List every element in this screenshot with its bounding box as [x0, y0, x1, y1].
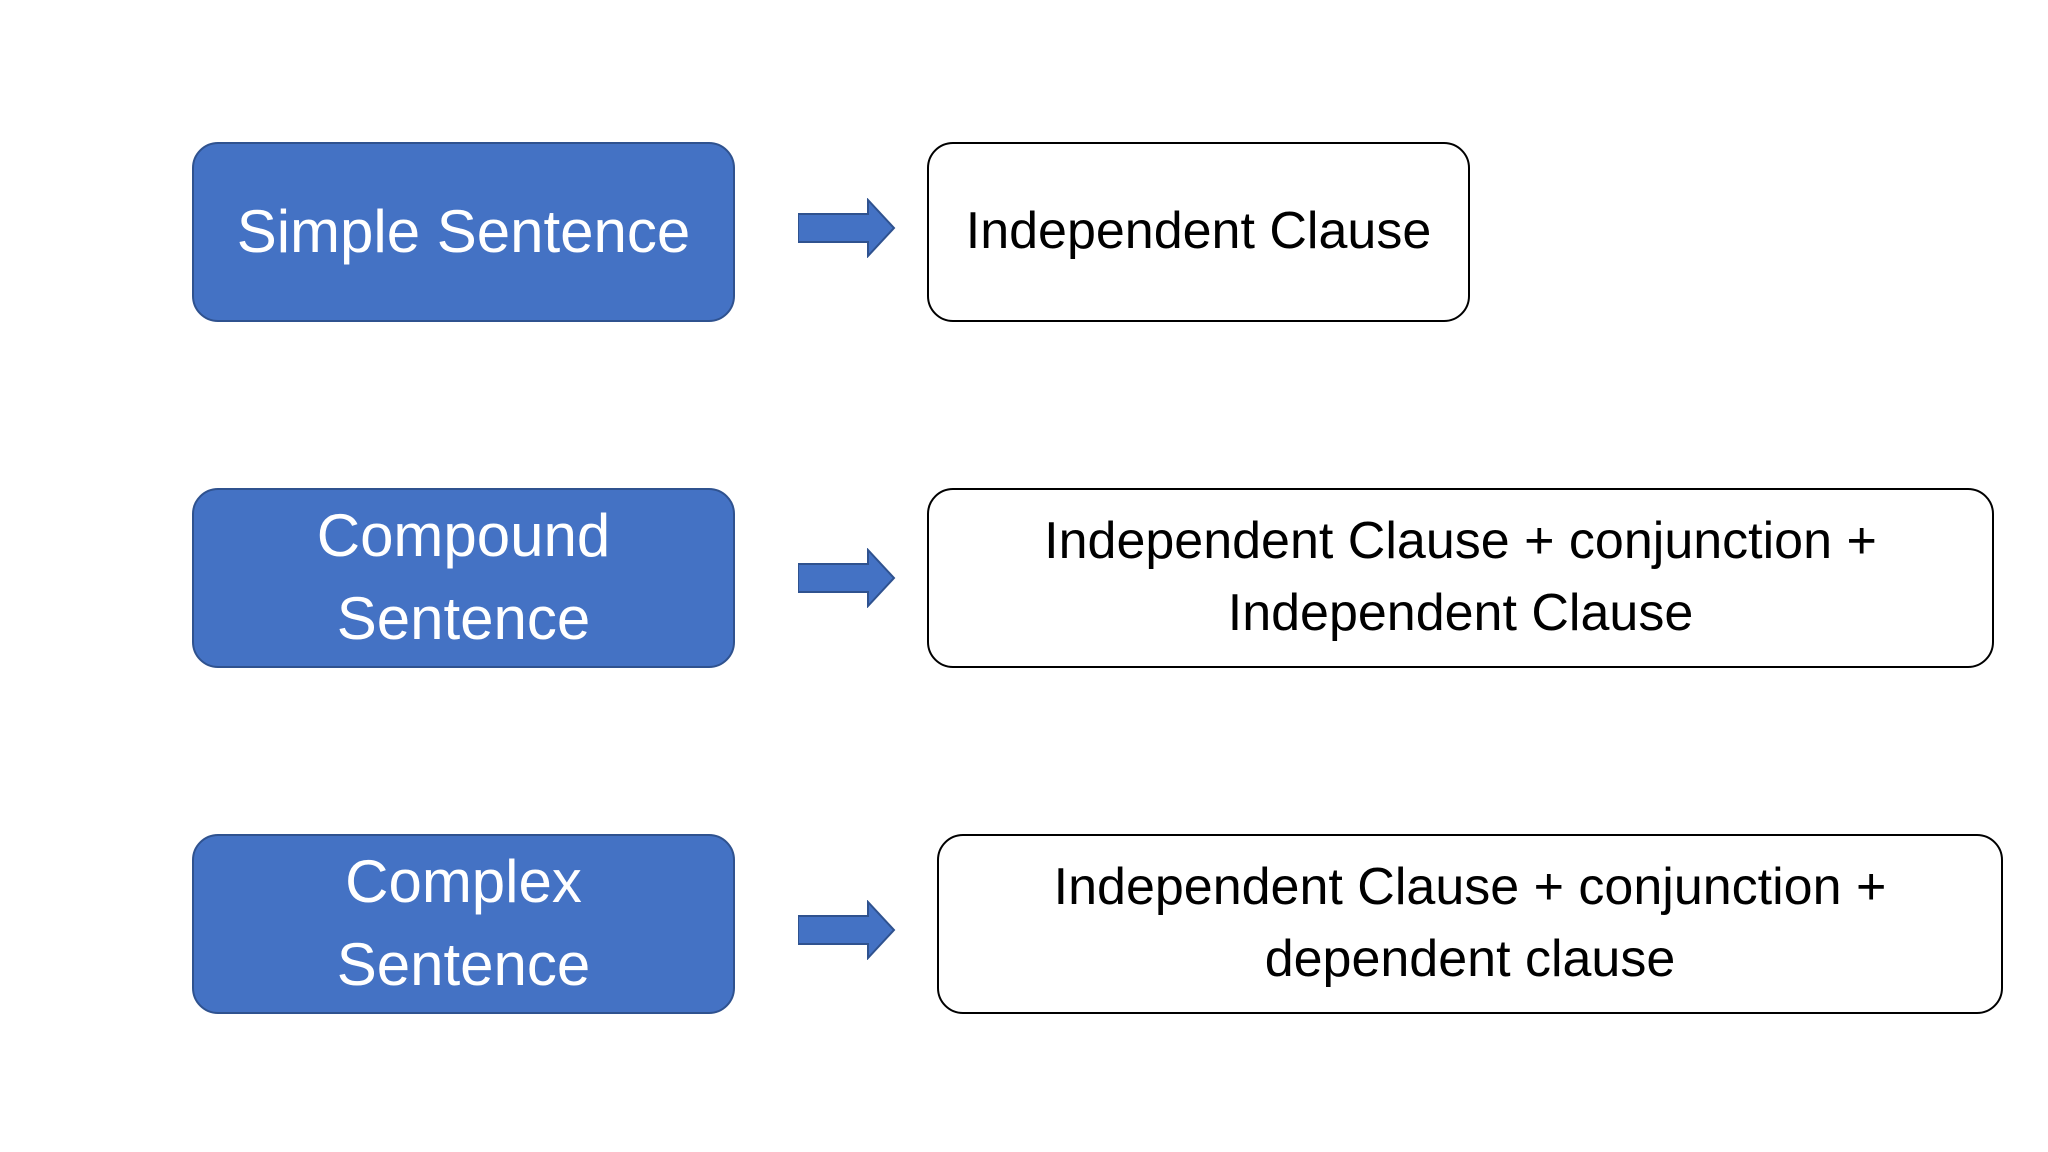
complex-sentence-box: Complex Sentence: [192, 834, 735, 1014]
arrow-right-icon: [798, 198, 896, 258]
simple-sentence-box: Simple Sentence: [192, 142, 735, 322]
simple-sentence-structure: Independent Clause: [965, 202, 1432, 261]
compound-sentence-structure: Independent Clause + conjunction + Indep…: [1044, 512, 1877, 642]
arrow-right-icon: [798, 548, 896, 608]
simple-sentence-label: Simple Sentence: [236, 197, 691, 265]
complex-sentence-structure-box: Independent Clause + conjunction + depen…: [937, 834, 2003, 1014]
compound-sentence-box: Compound Sentence: [192, 488, 735, 668]
compound-sentence-label: Compound Sentence: [316, 502, 611, 652]
compound-sentence-structure-box: Independent Clause + conjunction + Indep…: [927, 488, 1994, 668]
complex-sentence-structure: Independent Clause + conjunction + depen…: [1053, 858, 1887, 988]
simple-sentence-structure-box: Independent Clause: [927, 142, 1470, 322]
complex-sentence-label: Complex Sentence: [336, 848, 591, 998]
arrow-right-icon: [798, 900, 896, 960]
